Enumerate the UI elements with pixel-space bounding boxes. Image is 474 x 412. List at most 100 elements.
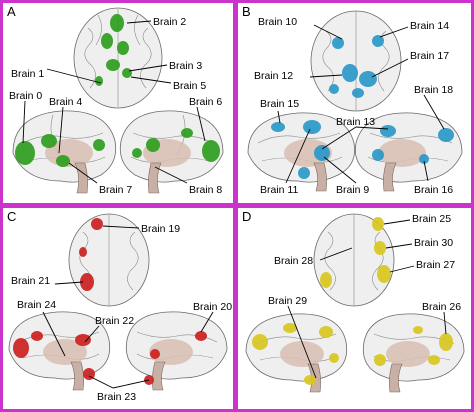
activation-blobs-top [329,35,384,98]
blob [342,64,358,82]
label-brain-4: Brain 4 [49,96,82,108]
panel-a-figure: Brain 2 Brain 1 Brain 3 Brain 5 Brain 0 … [9,7,224,196]
label-brain-6: Brain 6 [189,96,222,108]
blob [372,217,384,231]
blob [91,218,103,230]
label-pointers [42,225,214,389]
blob [110,14,124,32]
blob [374,241,386,255]
label-brain-30: Brain 30 [414,237,453,249]
blob [438,128,454,142]
blob [332,37,344,49]
blob [132,148,142,158]
label-brain-20: Brain 20 [193,301,232,313]
blob [352,88,364,98]
blob [303,120,321,134]
blob [79,247,87,257]
blob [419,154,429,164]
blob [56,155,70,167]
blob [75,334,91,346]
blob [106,59,120,71]
blob [380,125,396,137]
blob [428,355,440,365]
blob [150,349,160,359]
panel-d-figure: Brain 25 Brain 30 Brain 28 Brain 27 Brai… [245,213,465,393]
label-brain-23: Brain 23 [97,391,136,403]
label-pointers [277,24,445,184]
panel-letter-b: B [242,4,251,19]
blob [374,354,386,366]
blob [252,334,268,350]
brain-right-lateral [119,110,224,194]
blob [195,331,207,341]
label-brain-9: Brain 9 [336,184,369,196]
blob [304,375,316,385]
panel-c: C [3,208,233,409]
blob [314,145,330,161]
blob [202,140,220,162]
label-brain-1: Brain 1 [11,68,44,80]
brain-top-view [313,213,395,307]
panel-d: D [238,208,471,409]
blob [283,323,297,333]
label-brain-3: Brain 3 [169,60,202,72]
blob [181,128,193,138]
label-brain-17: Brain 17 [410,50,449,62]
brain-right-lateral [125,311,228,391]
blob [117,41,129,55]
blob [15,141,35,165]
label-brain-15: Brain 15 [260,98,299,110]
label-brain-13: Brain 13 [336,116,375,128]
label-brain-21: Brain 21 [11,275,50,287]
label-brain-7: Brain 7 [99,184,132,196]
label-brain-28: Brain 28 [274,255,313,267]
panel-letter-d: D [242,209,252,224]
panel-b-figure: Brain 10 Brain 14 Brain 12 Brain 17 Brai… [247,10,463,196]
panel-letter-a: A [7,4,16,19]
activation-blobs-top [320,217,391,288]
blob [372,149,384,161]
panel-letter-c: C [7,209,17,224]
brain-left-lateral [245,313,348,393]
label-brain-2: Brain 2 [153,16,186,28]
label-brain-27: Brain 27 [416,259,455,271]
label-pointers [22,20,206,184]
label-brain-14: Brain 14 [410,20,449,32]
activation-blobs-top [79,218,103,291]
panel-a: A [3,3,233,203]
label-brain-22: Brain 22 [95,315,134,327]
blob [413,326,423,334]
activation-blobs-top [95,14,132,86]
blob [298,167,310,179]
blob [329,84,339,94]
label-brain-16: Brain 16 [414,184,453,196]
blob [101,33,113,49]
label-brain-26: Brain 26 [422,301,461,313]
blob [31,331,43,341]
blob [95,76,103,86]
label-brain-10: Brain 10 [258,16,297,28]
label-brain-25: Brain 25 [412,213,451,225]
label-brain-0: Brain 0 [9,90,42,102]
label-brain-24: Brain 24 [17,299,56,311]
panel-b: B [238,3,471,203]
brain-right-lateral [362,313,465,393]
blob [377,265,391,283]
brain-right-lateral [354,112,463,192]
label-brain-29: Brain 29 [268,295,307,307]
label-pointers [287,219,447,379]
label-brain-18: Brain 18 [414,84,453,96]
blob [13,338,29,358]
blob [439,333,453,351]
blob [320,272,332,288]
blob [372,35,384,47]
blob [359,71,377,87]
blob [122,68,132,78]
label-brain-19: Brain 19 [141,223,180,235]
blob [329,353,339,363]
brain-left-lateral [12,110,117,194]
label-brain-12: Brain 12 [254,70,293,82]
label-brain-5: Brain 5 [173,80,206,92]
blob [271,122,285,132]
blob [93,139,105,151]
